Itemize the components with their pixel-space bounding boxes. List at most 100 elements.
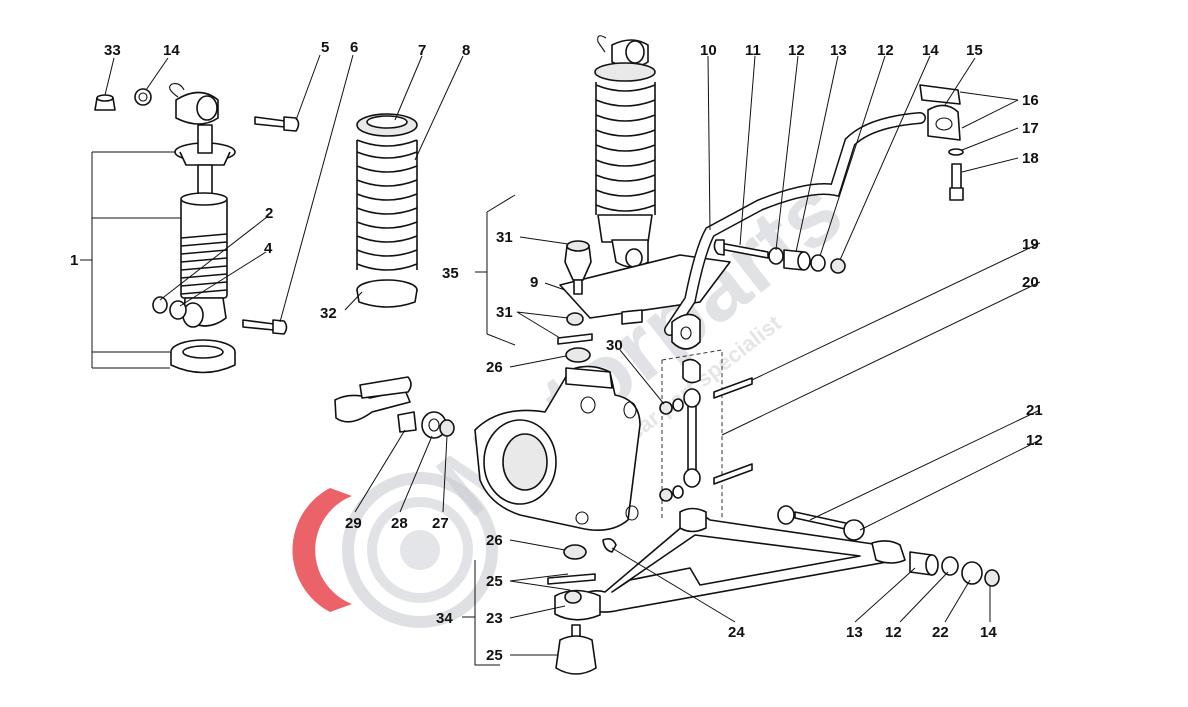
watermark-red-arc bbox=[292, 488, 352, 612]
leader-12a bbox=[775, 55, 799, 251]
coilover-spring bbox=[595, 84, 656, 212]
leader-8 bbox=[414, 55, 464, 161]
cotter-pin-item-25 bbox=[547, 573, 596, 585]
drop-link-top-end bbox=[682, 358, 701, 384]
anti-roll-bar-end-hole bbox=[680, 326, 692, 340]
drop-link-lower-eye bbox=[683, 468, 701, 488]
clamp-item-16-top bbox=[919, 84, 961, 105]
wishbone-rear-eye bbox=[679, 507, 707, 533]
leader-12b bbox=[819, 55, 886, 257]
shock-wire bbox=[169, 83, 185, 98]
tie-rod-end-shaft bbox=[359, 376, 412, 399]
leader-30 bbox=[619, 349, 665, 405]
bar-mount-hardware bbox=[713, 239, 846, 274]
washer-item-12-d bbox=[941, 556, 959, 576]
adjusting-ring-side bbox=[170, 352, 236, 374]
shock-thread bbox=[180, 233, 228, 295]
leader-11 bbox=[739, 55, 756, 246]
hub-bore-inner bbox=[502, 433, 548, 491]
callout-labels: 1 2 4 5 6 7 8 9 10 11 12 13 12 14 15 16 … bbox=[70, 39, 1043, 664]
callout-25-b: 25 bbox=[486, 647, 503, 664]
callout-12-b: 12 bbox=[877, 42, 894, 59]
hub-hole-c bbox=[625, 505, 639, 521]
leader-28 bbox=[399, 435, 433, 513]
hub-upper-boss bbox=[565, 367, 613, 389]
shock-top-eye-hole bbox=[196, 95, 218, 121]
coil-spring-assembly bbox=[356, 113, 418, 308]
shock-top-cup-rim bbox=[179, 151, 231, 166]
washer-item-30-b bbox=[672, 485, 684, 499]
leader-10 bbox=[707, 55, 711, 231]
callout-2: 2 bbox=[265, 205, 273, 222]
leader-26a bbox=[509, 355, 567, 368]
nut-item-31 bbox=[566, 312, 584, 326]
callout-14-b: 14 bbox=[980, 624, 997, 641]
shock-body-top bbox=[180, 192, 228, 206]
callout-19: 19 bbox=[1022, 236, 1039, 253]
callout-15: 15 bbox=[966, 42, 983, 59]
watermark-disc-hub bbox=[400, 530, 440, 570]
leader-9 bbox=[544, 282, 566, 291]
washer-item-12-c bbox=[843, 519, 865, 541]
callout-14-a: 14 bbox=[922, 42, 939, 59]
callout-34: 34 bbox=[436, 610, 453, 627]
washer-item-12-a bbox=[768, 247, 784, 265]
bracket-item-1 bbox=[80, 151, 182, 369]
callout-11: 11 bbox=[745, 42, 761, 59]
coilover-assembly bbox=[594, 35, 656, 268]
clamp-item-15-hole bbox=[935, 117, 953, 131]
washer-item-17 bbox=[948, 148, 964, 156]
callout-22: 22 bbox=[932, 624, 949, 641]
leader-29 bbox=[354, 429, 406, 513]
callout-29: 29 bbox=[345, 515, 362, 532]
coilover-top-eye-hole bbox=[625, 40, 645, 64]
callout-25-a: 25 bbox=[486, 573, 503, 590]
drop-link-upper-eye bbox=[683, 388, 701, 408]
nut-item-14-b bbox=[984, 569, 1000, 587]
bolt-item-18-shank bbox=[951, 163, 962, 191]
leader-7 bbox=[394, 55, 423, 121]
callout-31-b: 31 bbox=[496, 304, 513, 321]
bolt-item-11-head bbox=[713, 239, 725, 256]
coilover-spring-sides bbox=[595, 82, 656, 215]
callout-14-c: 14 bbox=[163, 42, 180, 59]
watermark-disc-inner bbox=[367, 497, 473, 603]
leader-13b bbox=[854, 567, 916, 623]
nut-item-2 bbox=[152, 296, 168, 314]
upper-plate-tab bbox=[621, 309, 643, 325]
bolt-item-21-head bbox=[777, 505, 795, 525]
leader-21 bbox=[809, 409, 1041, 521]
leader-33 bbox=[104, 57, 115, 96]
callout-9: 9 bbox=[530, 274, 538, 291]
drop-link-assembly bbox=[659, 349, 753, 520]
bolt-item-5-shank bbox=[254, 116, 286, 128]
callout-6: 6 bbox=[350, 39, 358, 56]
callout-5: 5 bbox=[321, 39, 329, 56]
nut-item-33-top bbox=[96, 94, 114, 102]
callout-13-b: 13 bbox=[846, 624, 863, 641]
callout-30: 30 bbox=[606, 337, 623, 354]
bar-clamp bbox=[919, 84, 964, 201]
nut-item-26-top bbox=[565, 347, 591, 363]
wishbone-front-eye bbox=[871, 540, 906, 564]
callout-35: 35 bbox=[442, 265, 459, 282]
spring-top-seat-inner bbox=[366, 115, 408, 129]
lower-wishbone bbox=[547, 507, 906, 675]
shock-absorber-assembly bbox=[80, 83, 236, 374]
leader-24 bbox=[611, 547, 736, 623]
callout-24: 24 bbox=[728, 624, 745, 641]
callout-13-a: 13 bbox=[830, 42, 847, 59]
callout-26-b: 26 bbox=[486, 532, 503, 549]
callout-20: 20 bbox=[1022, 274, 1039, 291]
tie-rod-end-body bbox=[334, 389, 411, 423]
callout-18: 18 bbox=[1022, 150, 1039, 167]
hub-carrier bbox=[474, 365, 641, 531]
shock-stem bbox=[197, 124, 213, 154]
coilover-wire bbox=[597, 35, 607, 53]
ball-joint-top-cap bbox=[566, 240, 590, 252]
drop-link-rod bbox=[687, 397, 697, 479]
leader-16 bbox=[959, 91, 1019, 129]
anti-roll-bar-end bbox=[671, 313, 701, 350]
leader-26b bbox=[509, 539, 566, 551]
callout-33: 33 bbox=[104, 42, 121, 59]
